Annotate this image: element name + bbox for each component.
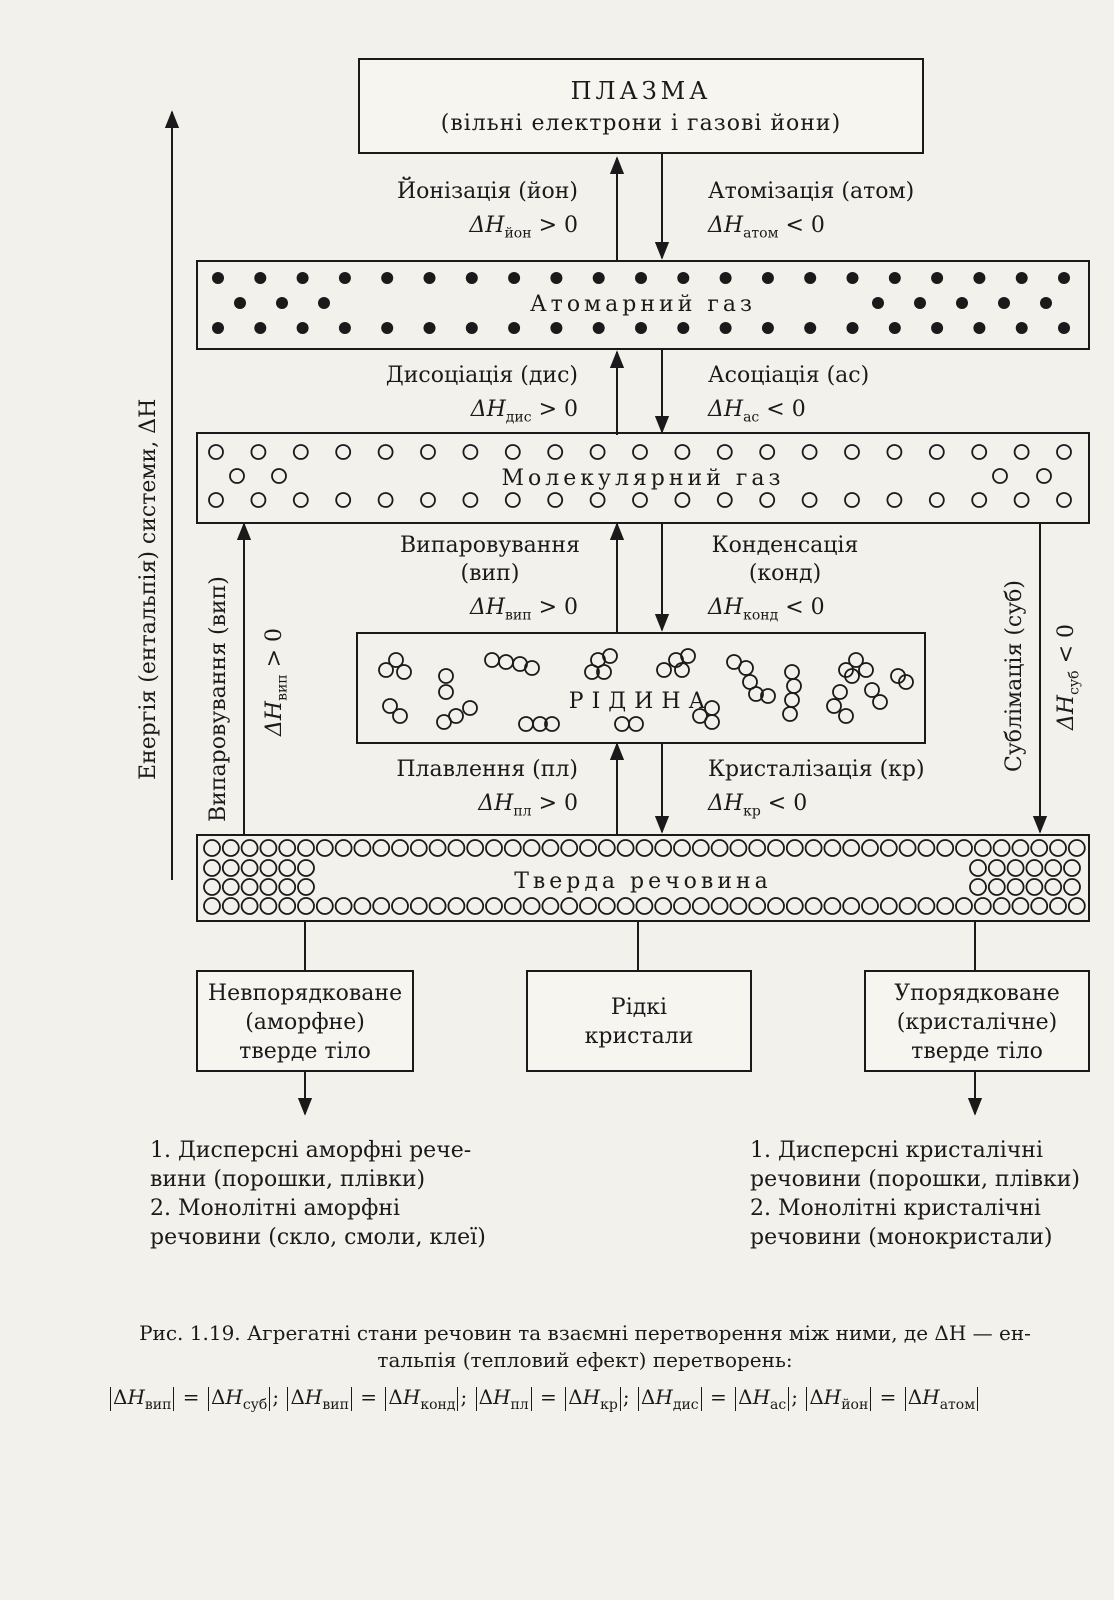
molecular-gas-label: Молекулярний газ	[501, 466, 785, 491]
dissociation-label: Дисоціація (дис)	[385, 363, 578, 388]
crystalline-line-3: тверде тіло	[911, 1039, 1043, 1064]
list-item: 2. Монолітні кристалічні	[750, 1196, 1041, 1221]
amorphous-line-3: тверде тіло	[239, 1039, 371, 1064]
liquid-crystals-box: Рідкі кристали	[526, 970, 752, 1072]
list-item: речовини (скло, смоли, клеї)	[150, 1225, 486, 1250]
list-item: речовини (монокристали)	[750, 1225, 1053, 1250]
solid-box: Тверда речовина	[196, 834, 1090, 922]
crystalline-line-2: (кристалічне)	[896, 1010, 1058, 1035]
atomization-label: Атомізація (атом)	[708, 179, 915, 204]
sublimation-dh: ΔHсуб < 0	[1054, 623, 1083, 730]
amorphous-list: 1. Дисперсні аморфні рече- вини (порошки…	[150, 1136, 486, 1252]
condensation-label-1: Конденсація	[711, 533, 859, 558]
list-item: 1. Дисперсні аморфні рече-	[150, 1138, 472, 1163]
amorphous-line-2: (аморфне)	[245, 1010, 365, 1035]
crystalline-line-1: Упорядковане	[894, 981, 1060, 1006]
liquid-label: РІДИНА	[568, 689, 714, 714]
crystalline-list: 1. Дисперсні кристалічні речовини (порош…	[750, 1136, 1080, 1252]
formula-term: ΔHвип = ΔHконд	[285, 1385, 460, 1413]
association-dh: ΔHас < 0	[708, 397, 806, 426]
formula-term: ΔHвип = ΔHсуб	[108, 1385, 272, 1413]
solid-particles	[203, 839, 1086, 915]
ionization-dh: ΔHйон > 0	[469, 213, 578, 242]
liquid-crystals-line-2: кристали	[584, 1024, 694, 1049]
melting-label: Плавлення (пл)	[396, 757, 578, 782]
caption-line-2: тальпія (тепловий ефект) перетворень:	[377, 1348, 793, 1372]
plasma-title: ПЛАЗМА	[570, 77, 712, 105]
liquid-particles	[378, 648, 914, 732]
ionization-label: Йонізація (йон)	[396, 179, 578, 204]
amorphous-line-1: Невпорядковане	[207, 981, 403, 1006]
liquid-box: РІДИНА	[356, 632, 926, 744]
list-item: 1. Дисперсні кристалічні	[750, 1138, 1043, 1163]
solid-label: Тверда речовина	[514, 869, 772, 894]
formula-term: ΔHйон = ΔHатом	[804, 1385, 980, 1413]
molecular-gas-box: Молекулярний газ	[196, 432, 1090, 524]
list-item: речовини (порошки, плівки)	[750, 1167, 1080, 1192]
list-item: 2. Монолітні аморфні	[150, 1196, 401, 1221]
evaporation-label-2: (вип)	[460, 561, 520, 586]
atomization-dh: ΔHатом < 0	[708, 213, 825, 242]
caption-formula: ΔHвип = ΔHсуб; ΔHвип = ΔHконд; ΔHпл = ΔH…	[108, 1385, 1108, 1413]
plasma-box: ПЛАЗМА (вільні електрони і газові йони)	[358, 58, 924, 154]
dissociation-dh: ΔHдис > 0	[470, 397, 578, 426]
evaporation-label-1: Випаровування	[400, 533, 580, 558]
amorphous-box: Невпорядковане (аморфне) тверде тіло	[196, 970, 414, 1072]
melting-dh: ΔHпл > 0	[478, 791, 578, 820]
association-label: Асоціація (ас)	[708, 363, 870, 388]
caption-line-1: Рис. 1.19. Агрегатні стани речовин та вз…	[139, 1321, 1031, 1345]
crystalline-box: Упорядковане (кристалічне) тверде тіло	[864, 970, 1090, 1072]
formula-term: ΔHдис = ΔHас	[636, 1385, 791, 1413]
atomic-gas-label: Атомарний газ	[529, 292, 756, 317]
molecular-particles	[208, 444, 1072, 508]
plasma-subtitle: (вільні електрони і газові йони)	[440, 111, 842, 136]
atomic-particles	[212, 272, 1070, 334]
condensation-label-2: (конд)	[748, 561, 822, 586]
atomic-gas-box: Атомарний газ	[196, 260, 1090, 350]
energy-axis-label: Енергія (ентальпія) системи, ΔH	[136, 398, 161, 780]
evaporation-dh: ΔHвип > 0	[469, 595, 578, 624]
list-item: вини (порошки, плівки)	[150, 1167, 426, 1192]
liquid-crystals-line-1: Рідкі	[610, 995, 668, 1020]
condensation-dh: ΔHконд < 0	[708, 595, 825, 624]
sublimation-label: Сублімація (суб)	[1002, 580, 1027, 772]
formula-term: ΔHпл = ΔHкр	[474, 1385, 623, 1413]
crystallization-label: Кристалізація (кр)	[708, 757, 925, 782]
crystallization-dh: ΔHкр < 0	[708, 791, 808, 820]
side-evaporation-dh: ΔHвип > 0	[262, 627, 291, 736]
side-evaporation-label: Випаровування (вип)	[206, 576, 231, 822]
